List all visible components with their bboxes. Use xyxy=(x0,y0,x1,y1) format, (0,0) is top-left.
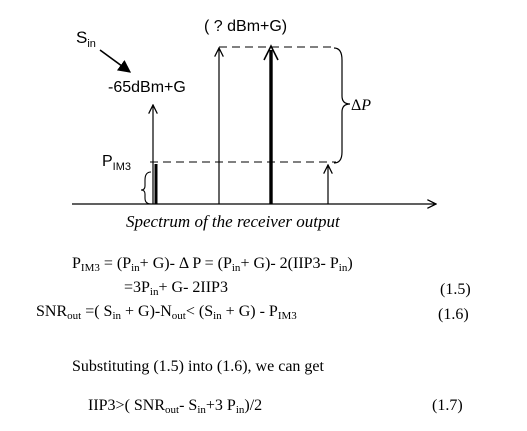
delta-p-brace xyxy=(333,47,351,164)
signal-level-label: -65dBm+G xyxy=(108,79,186,96)
im3-small-brace xyxy=(140,171,152,205)
peak-level-label: ( ? dBm+G) xyxy=(204,18,287,35)
spectrum-caption: Spectrum of the receiver output xyxy=(126,212,340,231)
equation-1-7: IIP3>( SNRout- Sin+3 Pin)/2 xyxy=(88,397,263,416)
s-in-pointer-arrow xyxy=(99,49,132,73)
equation-1-6: SNRout =( Sin + G)-Nout< (Sin + G) - PIM… xyxy=(36,303,297,322)
equation-1-6-number: (1.6) xyxy=(438,306,469,323)
equation-1-5-line-2: =3Pin+ G- 2IIP3 xyxy=(124,279,228,298)
right-peak-arrowhead xyxy=(263,44,279,61)
equation-1-5-line-1: PIM3 = (Pin+ G)- Δ P = (Pin+ G)- 2(IIP3-… xyxy=(72,255,353,274)
delta-p-label: ΔP xyxy=(351,97,371,114)
substitution-text: Substituting (1.5) into (1.6), we can ge… xyxy=(72,358,324,375)
pim3-label: PIM3 xyxy=(102,153,131,173)
equation-1-5-number: (1.5) xyxy=(440,281,471,298)
s-in-label: Sin xyxy=(76,28,96,50)
equation-1-7-number: (1.7) xyxy=(432,397,463,414)
spectrum-diagram: Sin -65dBm+G ( ? dBm+G) ΔP PIM3 xyxy=(72,18,527,240)
